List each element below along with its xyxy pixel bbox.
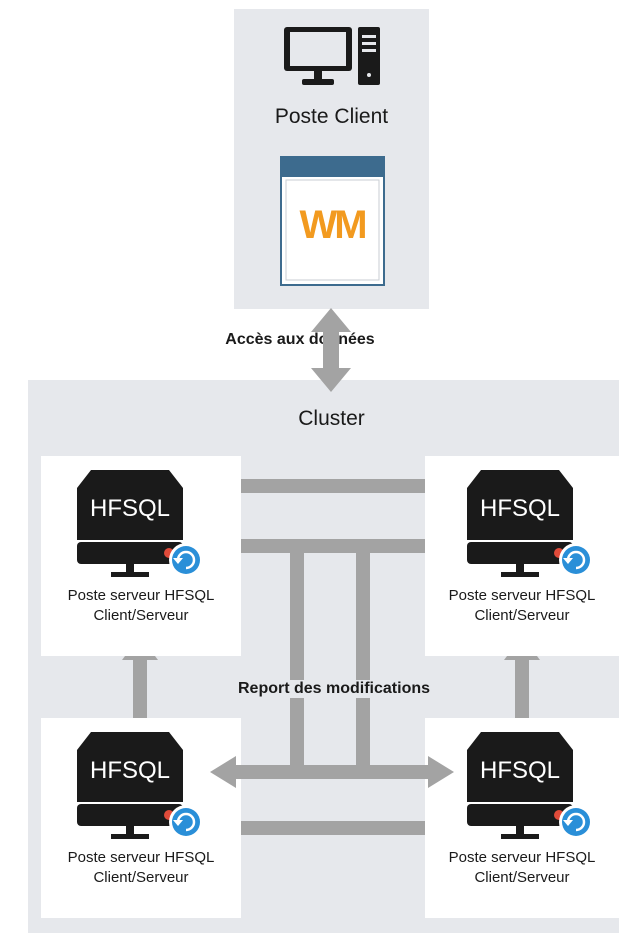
server-bottom-left: HFSQL Poste serveur HFSQL Client/Serveur	[41, 718, 241, 918]
top-link-arrow-1	[210, 470, 454, 502]
cross-path-1-head	[210, 756, 297, 788]
server-line1: Poste serveur HFSQL	[67, 587, 215, 604]
cluster-title: Cluster	[298, 407, 365, 430]
bottom-link-arrow-2	[210, 812, 454, 844]
sync-icon	[562, 546, 590, 574]
webdev-logo: WM	[299, 203, 365, 247]
database-server-icon: HFSQL	[77, 470, 203, 577]
server-bottom-right: HFSQL Poste serveur HFSQL Client/Serveur	[425, 718, 619, 918]
server-badge: HFSQL	[90, 757, 170, 784]
left-vertical-arrow	[122, 636, 158, 744]
server-badge: HFSQL	[480, 495, 560, 522]
server-line1: Poste serveur HFSQL	[448, 849, 596, 866]
top-link-arrow-2	[210, 530, 454, 562]
server-badge: HFSQL	[90, 495, 170, 522]
server-badge: HFSQL	[480, 757, 560, 784]
server-line2: Client/Serveur	[474, 869, 570, 886]
server-line2: Client/Serveur	[93, 607, 189, 624]
server-line1: Poste serveur HFSQL	[67, 849, 215, 866]
database-server-icon: HFSQL	[467, 470, 593, 577]
cross-path-1-upper	[290, 539, 304, 779]
webdev-app-window-icon: WM	[280, 156, 385, 286]
database-server-icon: HFSQL	[77, 732, 203, 839]
desktop-computer-icon	[284, 27, 380, 85]
right-vertical-arrow	[504, 636, 540, 744]
cross-path-2-upper	[356, 539, 370, 779]
access-arrow	[311, 308, 351, 392]
client-title: Poste Client	[274, 105, 389, 128]
sync-icon	[562, 808, 590, 836]
server-top-left: HFSQL Poste serveur HFSQL Client/Serveur	[41, 456, 241, 656]
sync-label: Report des modifications	[205, 680, 463, 698]
server-line1: Poste serveur HFSQL	[448, 587, 596, 604]
server-line2: Client/Serveur	[93, 869, 189, 886]
database-server-icon: HFSQL	[467, 732, 593, 839]
server-line2: Client/Serveur	[474, 607, 570, 624]
bottom-link-arrow-1	[210, 756, 454, 788]
sync-icon	[172, 808, 200, 836]
sync-icon	[172, 546, 200, 574]
server-top-right: HFSQL Poste serveur HFSQL Client/Serveur	[425, 456, 619, 656]
cross-path-2-head	[363, 756, 454, 788]
